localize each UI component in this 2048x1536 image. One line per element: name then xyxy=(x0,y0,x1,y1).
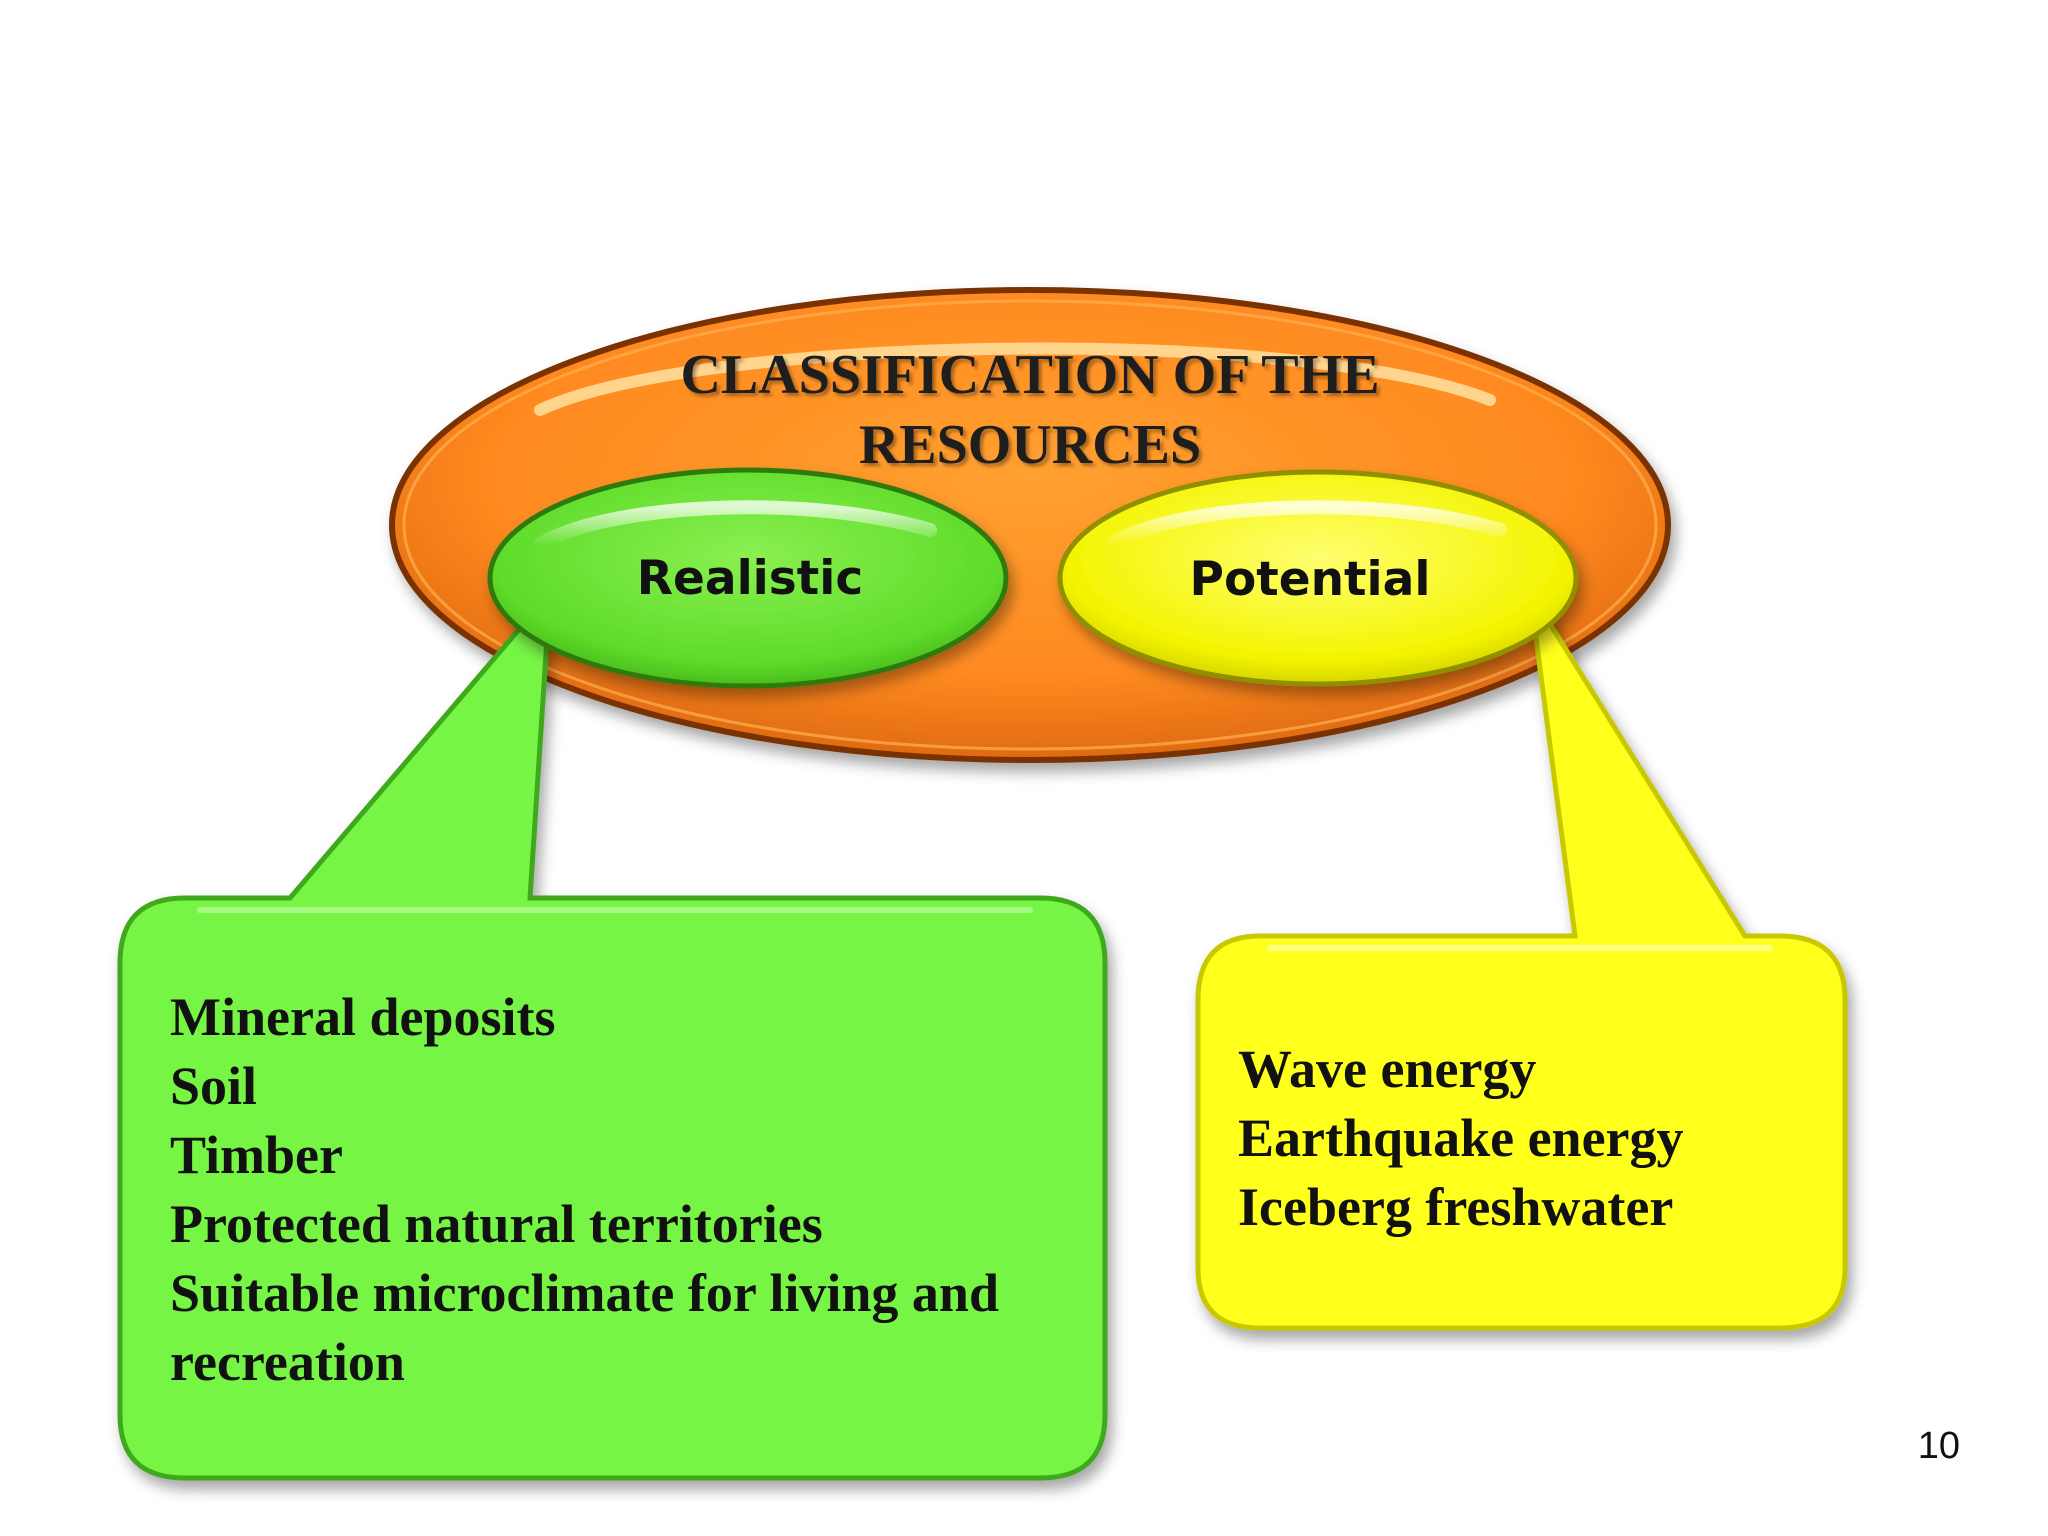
page-number: 10 xyxy=(1917,1425,1960,1467)
list-item: Mineral deposits xyxy=(170,987,556,1047)
realistic-oval xyxy=(487,467,1009,689)
realistic-label: Realistic xyxy=(636,551,864,606)
potential-callout xyxy=(1195,590,1848,1331)
list-item: Iceberg freshwater xyxy=(1238,1177,1674,1237)
list-item: Protected natural territories xyxy=(170,1194,823,1254)
realistic-items-list: Mineral deposits Soil Timber Protected n… xyxy=(170,983,1090,1397)
diagram-title: CLASSIFICATION OF THE RESOURCES xyxy=(560,340,1500,480)
title-line-1: CLASSIFICATION OF THE xyxy=(680,344,1380,406)
list-item: Suitable microclimate for living and rec… xyxy=(170,1263,999,1392)
list-item: Earthquake energy xyxy=(1238,1108,1684,1168)
list-item: Wave energy xyxy=(1238,1039,1537,1099)
potential-items-list: Wave energy Earthquake energy Iceberg fr… xyxy=(1238,1035,1818,1242)
potential-label: Potential xyxy=(1189,552,1431,607)
list-item: Timber xyxy=(170,1125,343,1185)
list-item: Soil xyxy=(170,1056,258,1116)
realistic-callout xyxy=(117,585,1108,1481)
title-line-2: RESOURCES xyxy=(858,414,1202,476)
potential-oval xyxy=(1057,469,1579,687)
